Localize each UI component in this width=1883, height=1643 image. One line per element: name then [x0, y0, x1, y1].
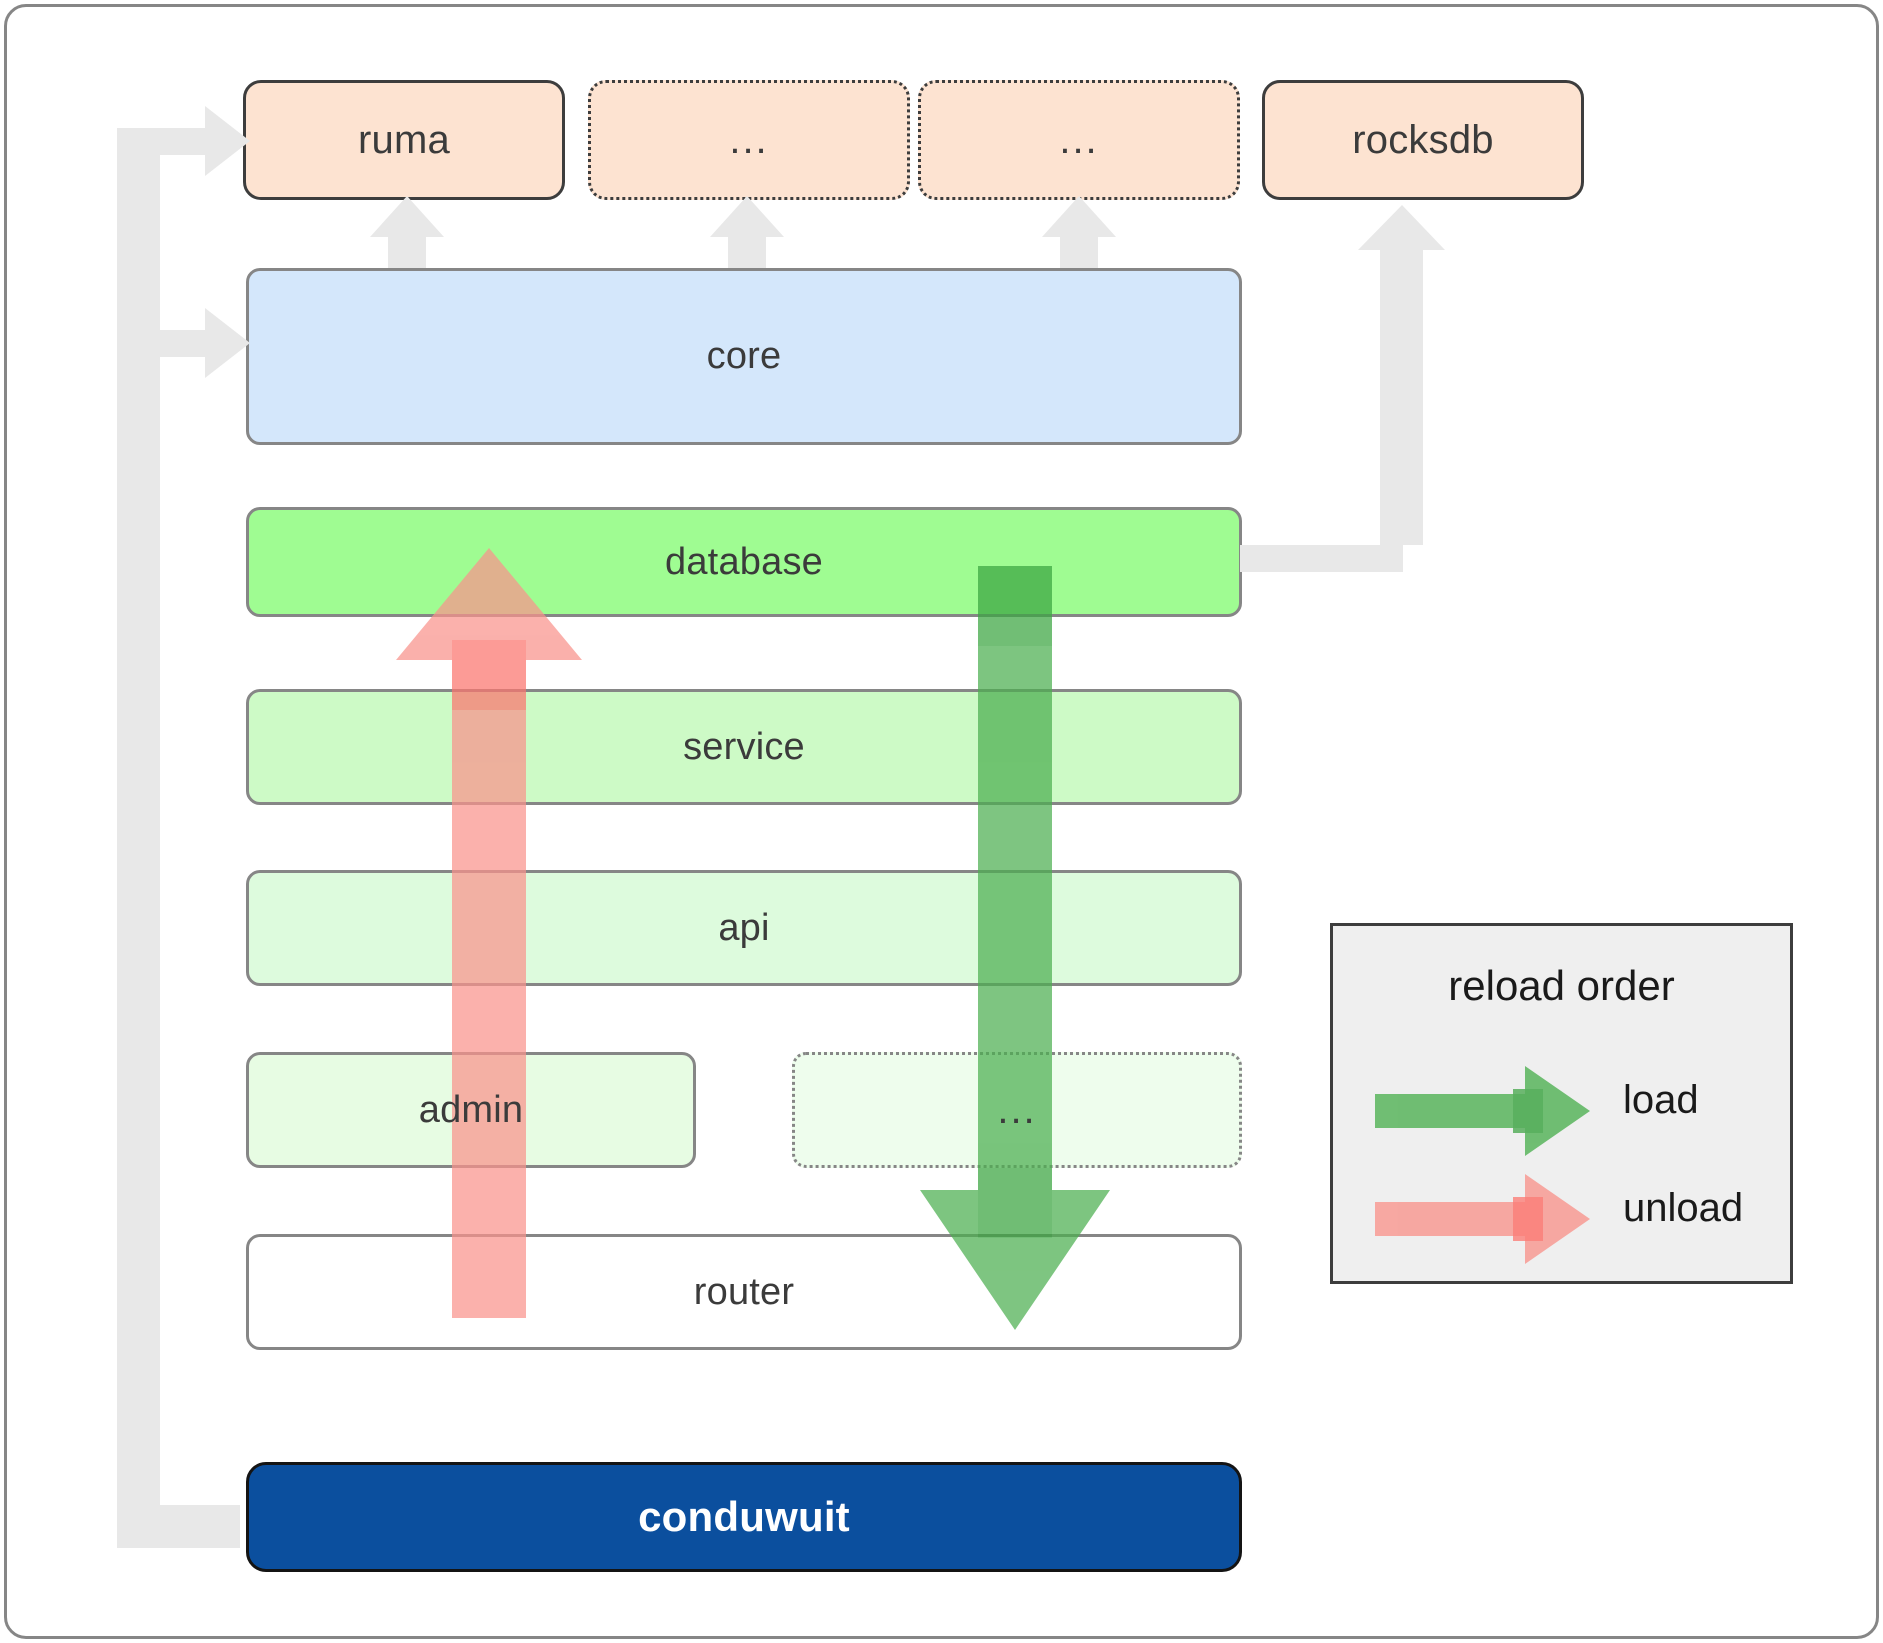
legend-row-load: load — [1333, 1056, 1790, 1166]
dependency-label-ellipsis-1: ... — [729, 117, 769, 162]
layer-label-service: service — [683, 725, 805, 768]
legend-unload-arrow-icon — [1375, 1174, 1590, 1264]
dependency-label-ruma: ruma — [358, 117, 450, 162]
dependency-label-ellipsis-2: ... — [1059, 117, 1099, 162]
layer-label-database: database — [665, 540, 823, 583]
dependency-box-ellipsis-1[interactable]: ... — [588, 80, 910, 200]
dependency-label-rocksdb: rocksdb — [1352, 117, 1494, 162]
layer-label-ellipsis: ... — [997, 1087, 1037, 1132]
legend-label-load: load — [1623, 1078, 1699, 1122]
layer-label-admin: admin — [418, 1088, 524, 1131]
dependency-box-ruma[interactable]: ruma — [243, 80, 565, 200]
layer-label-api: api — [718, 906, 770, 949]
layer-label-router: router — [693, 1270, 795, 1313]
binary-label-conduwuit: conduwuit — [638, 1493, 850, 1540]
legend-label-unload: unload — [1623, 1186, 1744, 1230]
layer-label-core: core — [706, 335, 782, 377]
legend-row-unload: unload — [1333, 1164, 1790, 1274]
dependency-box-rocksdb[interactable]: rocksdb — [1262, 80, 1584, 200]
legend-title: reload order — [1448, 962, 1675, 1009]
binary-box-conduwuit[interactable]: conduwuit — [246, 1462, 1242, 1572]
legend-load-arrow-icon — [1375, 1066, 1590, 1156]
layer-box-core[interactable]: core — [246, 268, 1242, 445]
legend-panel: reload order load unload — [1330, 923, 1793, 1284]
